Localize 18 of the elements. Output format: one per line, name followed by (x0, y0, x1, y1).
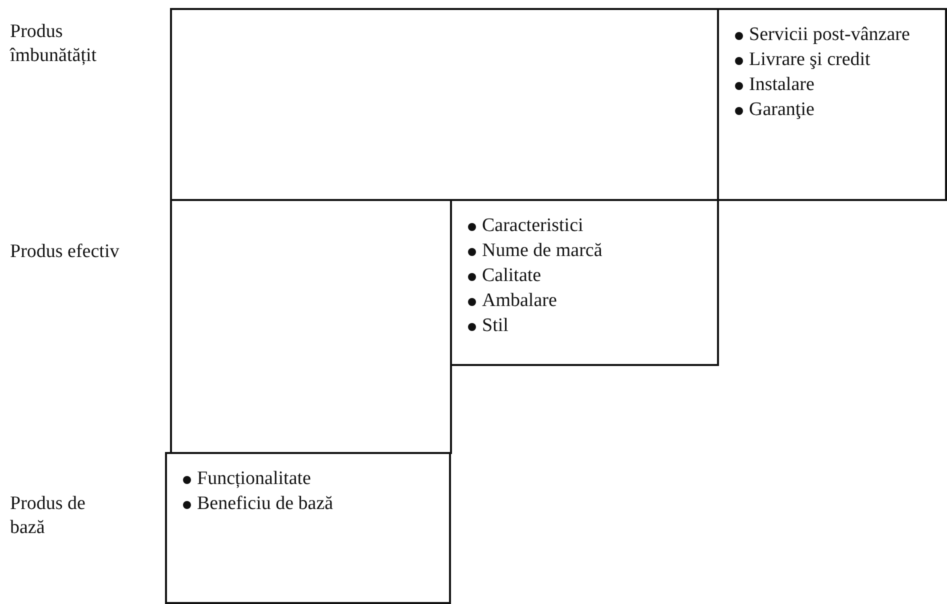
bullet-item: Calitate (466, 263, 542, 288)
bullet-item: Nume de marcă (466, 238, 602, 263)
bullet-item: Ambalare (466, 288, 557, 313)
bullet-item: Livrare şi credit (733, 47, 870, 72)
bullet-item: Servicii post-vânzare (733, 22, 910, 47)
level-label: Produs îmbunătățit (10, 20, 98, 68)
list-box (165, 452, 451, 604)
empty-box (170, 199, 452, 454)
list-box (450, 199, 719, 366)
bullet-item: Beneficiu de bază (181, 491, 334, 516)
list-box (717, 8, 947, 201)
bullet-item: Instalare (733, 72, 814, 97)
bullet-item: Caracteristici (466, 213, 584, 238)
level-label: Produs efectiv (10, 240, 120, 264)
bullet-item: Funcționalitate (181, 466, 311, 491)
bullet-item: Stil (466, 313, 508, 338)
bullet-item: Garanţie (733, 97, 814, 122)
level-label: Produs de bază (10, 492, 86, 540)
